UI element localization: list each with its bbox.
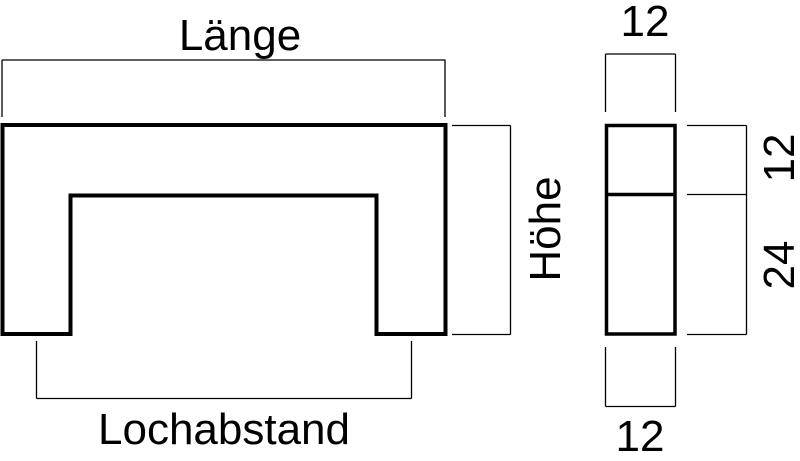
side-width-top-label: 12 bbox=[621, 0, 670, 46]
side-width-top-dimension-line bbox=[604, 53, 677, 112]
dimension-height: Höhe bbox=[452, 124, 570, 336]
side-view bbox=[604, 123, 677, 336]
dimension-length: Länge bbox=[1, 11, 446, 117]
dimension-side-width-top: 12 bbox=[604, 0, 677, 112]
front-view bbox=[0, 123, 448, 336]
dimension-side-heights: 12 24 bbox=[687, 124, 800, 336]
side-width-bottom-dimension-line bbox=[604, 347, 677, 408]
side-height-lower-label: 24 bbox=[755, 241, 800, 290]
height-label: Höhe bbox=[521, 176, 570, 281]
handle-front-outline bbox=[0, 123, 448, 336]
length-dimension-line bbox=[1, 59, 446, 117]
handle-side-outline bbox=[604, 123, 677, 336]
height-dimension-line bbox=[452, 124, 512, 336]
side-height-upper-label: 12 bbox=[755, 134, 800, 183]
hole-distance-label: Lochabstand bbox=[98, 405, 350, 454]
side-heights-dimension-line bbox=[687, 124, 748, 336]
hole-distance-dimension-line bbox=[35, 341, 413, 400]
side-width-bottom-label: 12 bbox=[616, 412, 665, 461]
length-label: Länge bbox=[179, 11, 301, 60]
dimension-hole-distance: Lochabstand bbox=[35, 341, 413, 454]
dimension-side-width-bottom: 12 bbox=[604, 347, 677, 461]
